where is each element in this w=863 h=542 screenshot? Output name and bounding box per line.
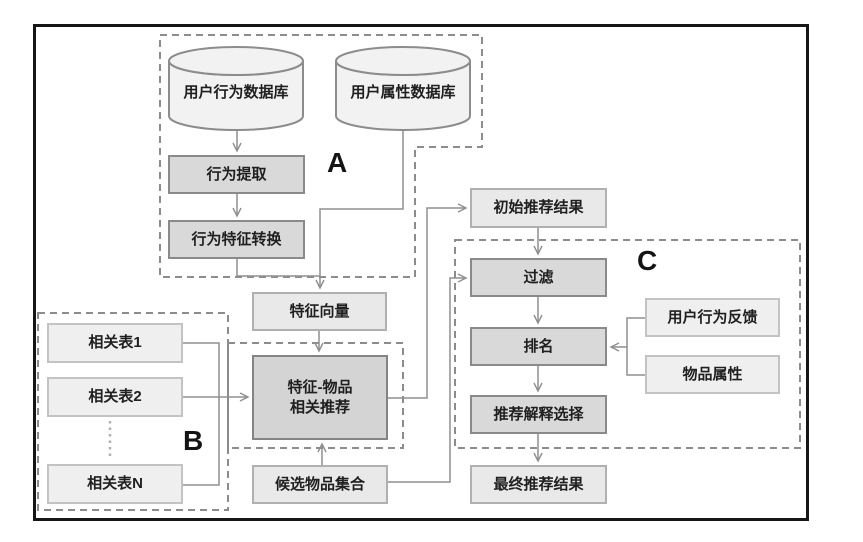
- node-filter: 过滤: [470, 258, 607, 297]
- node-related-table-2: 相关表2: [47, 377, 183, 417]
- group-c-label: C: [637, 245, 658, 276]
- database-cylinders: [168, 46, 471, 131]
- node-behavior-feature-convert: 行为特征转换: [168, 220, 305, 259]
- node-initial-results: 初始推荐结果: [470, 188, 607, 228]
- user-attribute-db-label: 用户属性数据库: [350, 84, 456, 101]
- node-related-table-1: 相关表1: [47, 323, 183, 363]
- figure-border: [33, 24, 809, 521]
- node-feature-item-recommend: 特征-物品 相关推荐: [252, 355, 388, 440]
- node-user-behavior-feedback: 用户行为反馈: [645, 298, 780, 337]
- group-b-label: B: [183, 425, 204, 456]
- group-c-outline: [454, 239, 801, 449]
- node-ranking: 排名: [470, 327, 607, 366]
- node-candidate-item-set: 候选物品集合: [252, 465, 388, 504]
- node-feature-vector: 特征向量: [252, 292, 387, 331]
- feature-item-line2: 相关推荐: [289, 398, 350, 416]
- node-behavior-extract: 行为提取: [168, 155, 305, 194]
- node-item-attribute: 物品属性: [645, 355, 780, 394]
- node-related-table-n: 相关表N: [47, 464, 183, 504]
- group-a-label: A: [327, 147, 348, 178]
- feature-item-line1: 特征-物品: [287, 379, 353, 396]
- user-behavior-db-label: 用户行为数据库: [183, 84, 289, 101]
- node-explanation-selection: 推荐解释选择: [470, 395, 607, 434]
- group-b-outline: [37, 312, 229, 511]
- node-final-results: 最终推荐结果: [470, 465, 607, 504]
